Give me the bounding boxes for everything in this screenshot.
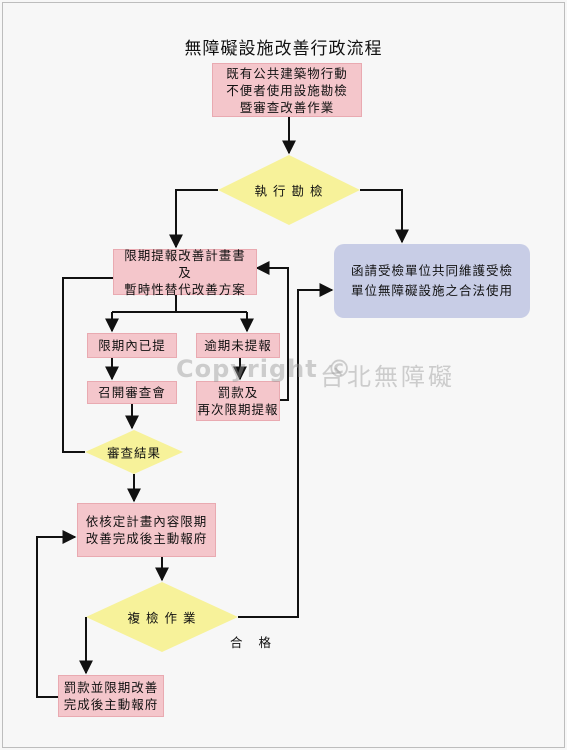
edge-result-plan xyxy=(62,277,113,453)
edge-reinspect-notify xyxy=(238,283,334,618)
overdue-box: 逾期未提報 xyxy=(196,333,280,358)
inspect-label: 執 行 勘 檢 xyxy=(254,183,324,199)
edge-inspect-notify xyxy=(360,189,409,244)
inspect-diamond xyxy=(218,155,360,225)
result-diamond xyxy=(85,430,183,474)
edge-fine-plan xyxy=(255,261,289,401)
copyright-watermark: Copyright © xyxy=(176,355,353,383)
meeting-box: 召開審查會 xyxy=(87,381,177,404)
edge-inspect-plan xyxy=(169,189,218,249)
fine-improve-box: 罰款並限期改善 完成後主動報府 xyxy=(58,675,164,717)
reinspect-diamond xyxy=(86,582,238,652)
start-box: 既有公共建築物行動 不便者使用設施勘檢 暨審查改善作業 xyxy=(212,63,362,117)
on-time-box: 限期內已提 xyxy=(87,333,177,358)
edge-fine-improve xyxy=(36,530,77,698)
diagram-title: 無障礙設施改善行政流程 xyxy=(184,39,383,59)
notify-box: 函請受檢單位共同維護受檢 單位無障礙設施之合法使用 xyxy=(334,244,530,318)
pass-label: 合格 xyxy=(230,635,288,650)
fine-resubmit-box: 罰款及 再次限期提報 xyxy=(196,381,280,421)
result-label: 審查結果 xyxy=(106,445,162,461)
plan-box: 限期提報改善計畫書 及 暫時性替代改善方案 xyxy=(113,248,257,297)
owner-watermark: 台北無障礙 xyxy=(320,363,455,391)
reinspect-label: 複 檢 作 業 xyxy=(127,610,197,626)
improve-box: 依核定計畫內容限期 改善完成後主動報府 xyxy=(77,503,216,557)
